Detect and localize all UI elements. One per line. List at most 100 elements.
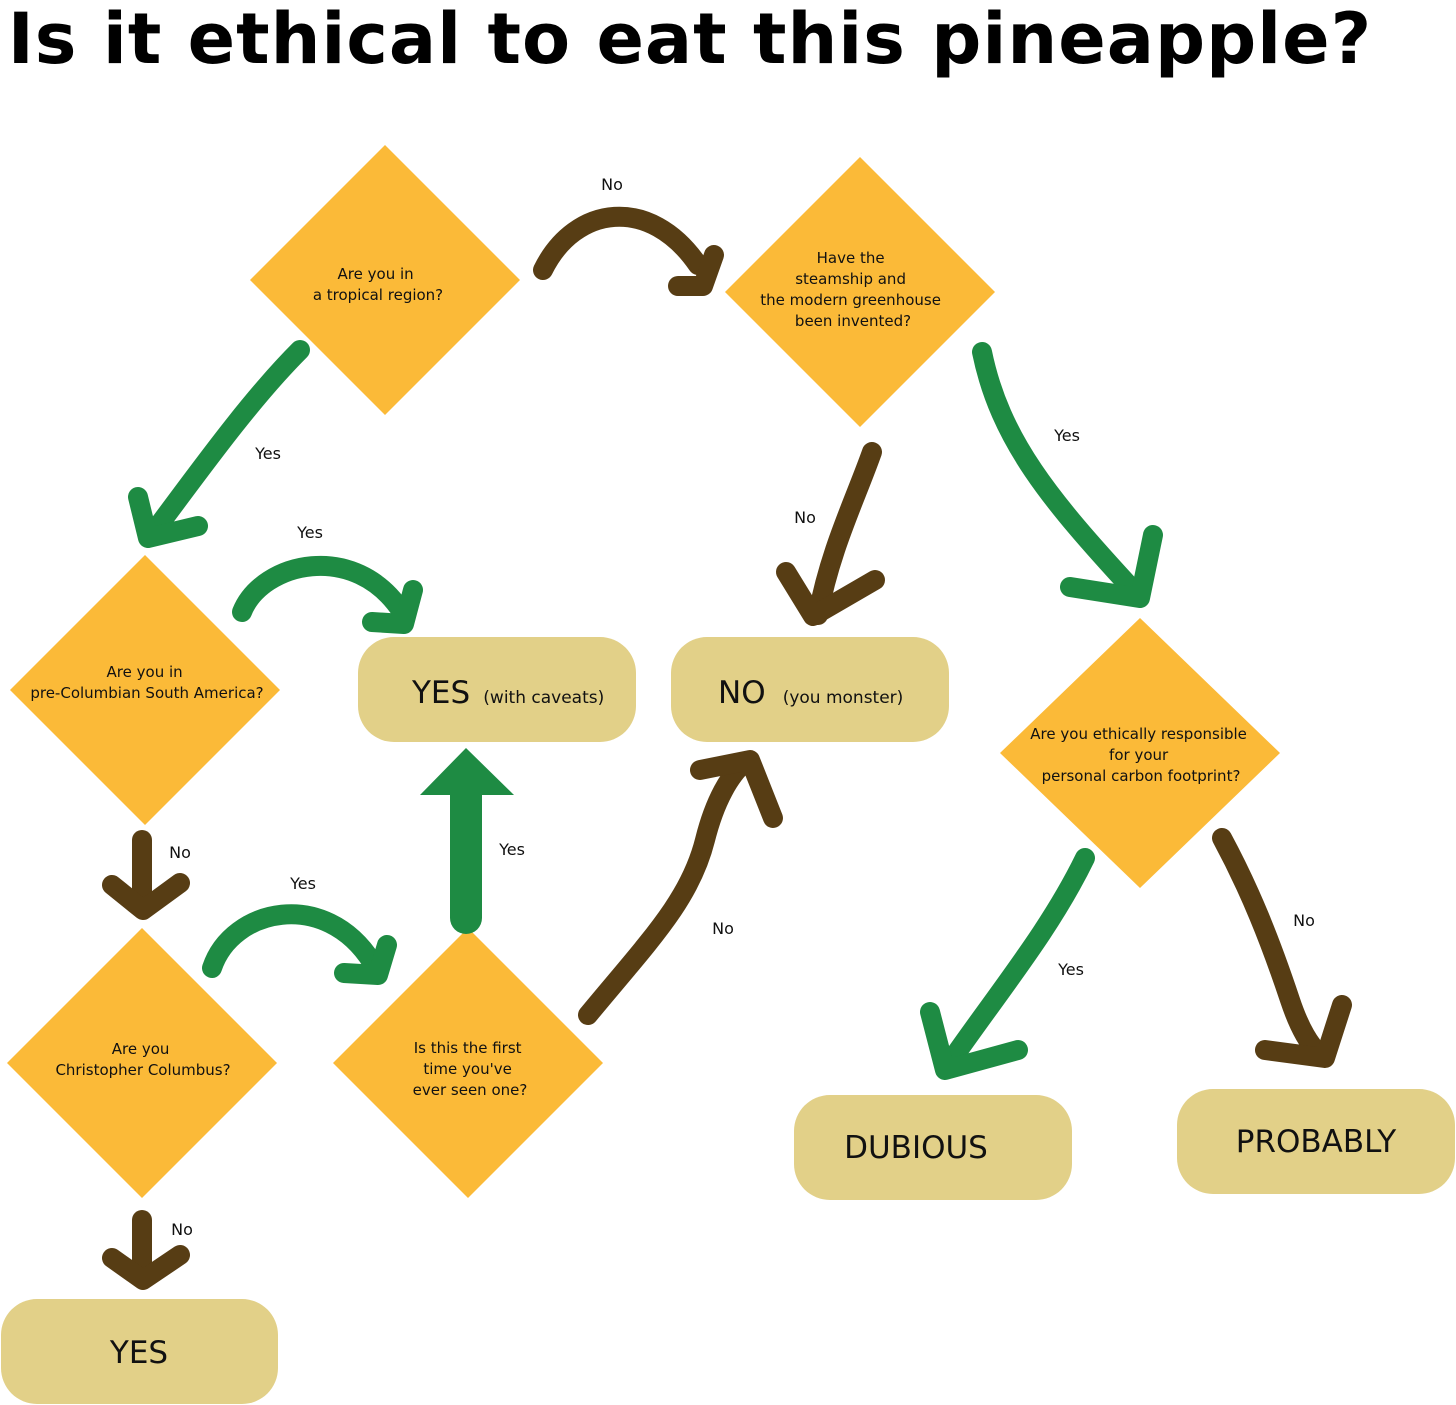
decision-text-line: Are you	[112, 1040, 170, 1058]
decision-text: Are you Christopher Columbus?	[55, 1040, 230, 1079]
arrow-tropical-no	[533, 206, 724, 296]
decision-text: Are you in a tropical region?	[313, 265, 443, 304]
arrow-columbus-yes	[202, 904, 397, 985]
flowchart-title: Is it ethical to eat this pineapple?	[7, 0, 1373, 80]
arrow-shaft	[938, 848, 1095, 1075]
arrow-head	[690, 750, 783, 828]
edge-label-steamship-yes: Yes	[1053, 426, 1080, 445]
decision-text-line: time you've	[423, 1060, 511, 1078]
arrow-carbon-yes	[920, 848, 1095, 1080]
arrow-head	[1255, 995, 1352, 1068]
outcome-no-you-monster: NO (you monster)	[671, 637, 949, 742]
arrow-precolumbian-no	[102, 830, 190, 920]
edge-label-columbus-yes: Yes	[289, 874, 316, 893]
outcome-main-label: DUBIOUS	[844, 1130, 988, 1166]
decision-text-line: for your	[1109, 746, 1169, 764]
edge-label-carbon-no: No	[1293, 911, 1315, 930]
decision-text: Are you in pre-Columbian South America?	[30, 663, 263, 702]
decision-text-line: been invented?	[795, 312, 911, 330]
outcome-box	[671, 637, 949, 742]
decision-diamond-shape	[333, 928, 603, 1198]
decision-diamond-shape	[1000, 618, 1280, 888]
outcome-main-label: YES	[411, 675, 470, 711]
decision-text-line: pre-Columbian South America?	[30, 684, 263, 702]
arrow-head	[776, 562, 885, 626]
decision-diamond-shape	[725, 157, 995, 427]
decision-text: Have the steamship and the modern greenh…	[760, 249, 945, 330]
arrow-head	[128, 487, 208, 548]
outcome-probably: PROBABLY	[1177, 1089, 1455, 1194]
decision-text-line: Christopher Columbus?	[55, 1061, 230, 1079]
decision-text: Are you ethically responsible for your p…	[1030, 725, 1251, 785]
decision-steamship-greenhouse: Have the steamship and the modern greenh…	[725, 157, 995, 427]
arrow-shaft	[808, 442, 882, 625]
edge-label-steamship-no: No	[794, 508, 816, 527]
decision-text-line: personal carbon footprint?	[1042, 767, 1241, 785]
decision-text-line: the modern greenhouse	[760, 291, 941, 309]
arrow-shaft	[202, 904, 382, 978]
arrow-firsttime-yes[interactable]	[420, 748, 514, 934]
outcome-box	[1, 1299, 278, 1404]
decision-tropical-region: Are you in a tropical region?	[250, 145, 520, 415]
outcome-text: YES (with caveats)	[411, 675, 604, 711]
edge-label-precolumbian-yes: Yes	[296, 523, 323, 542]
arrow-carbon-no	[1212, 828, 1352, 1068]
decision-text-line: Are you in	[338, 265, 414, 283]
decision-columbus: Are you Christopher Columbus?	[7, 928, 277, 1198]
decision-diamond-shape	[7, 928, 277, 1198]
arrow-steamship-no	[776, 442, 885, 626]
outcome-box	[1177, 1089, 1455, 1194]
arrow-head	[102, 873, 190, 920]
decision-pre-columbian: Are you in pre-Columbian South America?	[10, 555, 280, 825]
arrow-shaft	[533, 206, 708, 280]
arrow-head	[102, 1245, 190, 1290]
outcome-main-label: NO	[718, 675, 766, 711]
edge-label-tropical-yes: Yes	[254, 444, 281, 463]
arrow-shaft	[578, 752, 755, 1025]
decision-first-time: Is this the first time you've ever seen …	[333, 928, 603, 1198]
decision-text-line: Have the	[817, 249, 885, 267]
outcome-yes: YES	[1, 1299, 278, 1404]
outcome-box	[794, 1095, 1072, 1200]
arrow-shaft	[232, 555, 412, 622]
arrow-head	[420, 748, 514, 795]
outcome-yes-with-caveats: YES (with caveats)	[358, 637, 636, 742]
arrow-head	[334, 935, 397, 985]
decision-text-line: Is this the first	[414, 1039, 522, 1057]
decision-text: Is this the first time you've ever seen …	[413, 1039, 528, 1099]
outcome-sub-label: (with caveats)	[483, 688, 604, 708]
arrow-tropical-yes	[128, 340, 310, 548]
outcome-text: NO (you monster)	[718, 675, 903, 711]
decision-text-line: Are you in	[107, 663, 183, 681]
decision-carbon-footprint: Are you ethically responsible for your p…	[1000, 618, 1280, 888]
outcome-box	[358, 637, 636, 742]
outcome-main-label: PROBABLY	[1236, 1124, 1397, 1160]
arrow-columbus-no	[102, 1210, 190, 1290]
arrow-head	[668, 245, 724, 296]
arrow-head	[920, 1002, 1028, 1080]
decision-text-line: ever seen one?	[413, 1081, 528, 1099]
arrow-shaft	[972, 342, 1143, 600]
outcome-dubious: DUBIOUS	[794, 1095, 1072, 1200]
edge-label-carbon-yes: Yes	[1057, 960, 1084, 979]
arrow-head	[362, 580, 423, 634]
decision-text-line: steamship and	[795, 270, 906, 288]
arrow-steamship-yes	[972, 342, 1163, 608]
decision-text-line: Are you ethically responsible	[1030, 725, 1247, 743]
edge-label-tropical-no: No	[601, 175, 623, 194]
arrow-firsttime-no	[578, 750, 783, 1025]
decision-text-line: a tropical region?	[313, 286, 443, 304]
edge-label-firsttime-yes: Yes	[498, 840, 525, 859]
arrow-head	[1060, 525, 1163, 608]
decision-diamond-shape	[250, 145, 520, 415]
edge-label-firsttime-no: No	[712, 919, 734, 938]
outcome-main-label: YES	[109, 1335, 168, 1371]
arrow-shaft	[1212, 828, 1330, 1065]
arrow-precolumbian-yes	[232, 555, 423, 634]
outcome-sub-label: (you monster)	[783, 688, 904, 708]
edge-label-columbus-no: No	[171, 1220, 193, 1239]
decision-diamond-shape	[10, 555, 280, 825]
edge-label-precolumbian-no: No	[169, 843, 191, 862]
